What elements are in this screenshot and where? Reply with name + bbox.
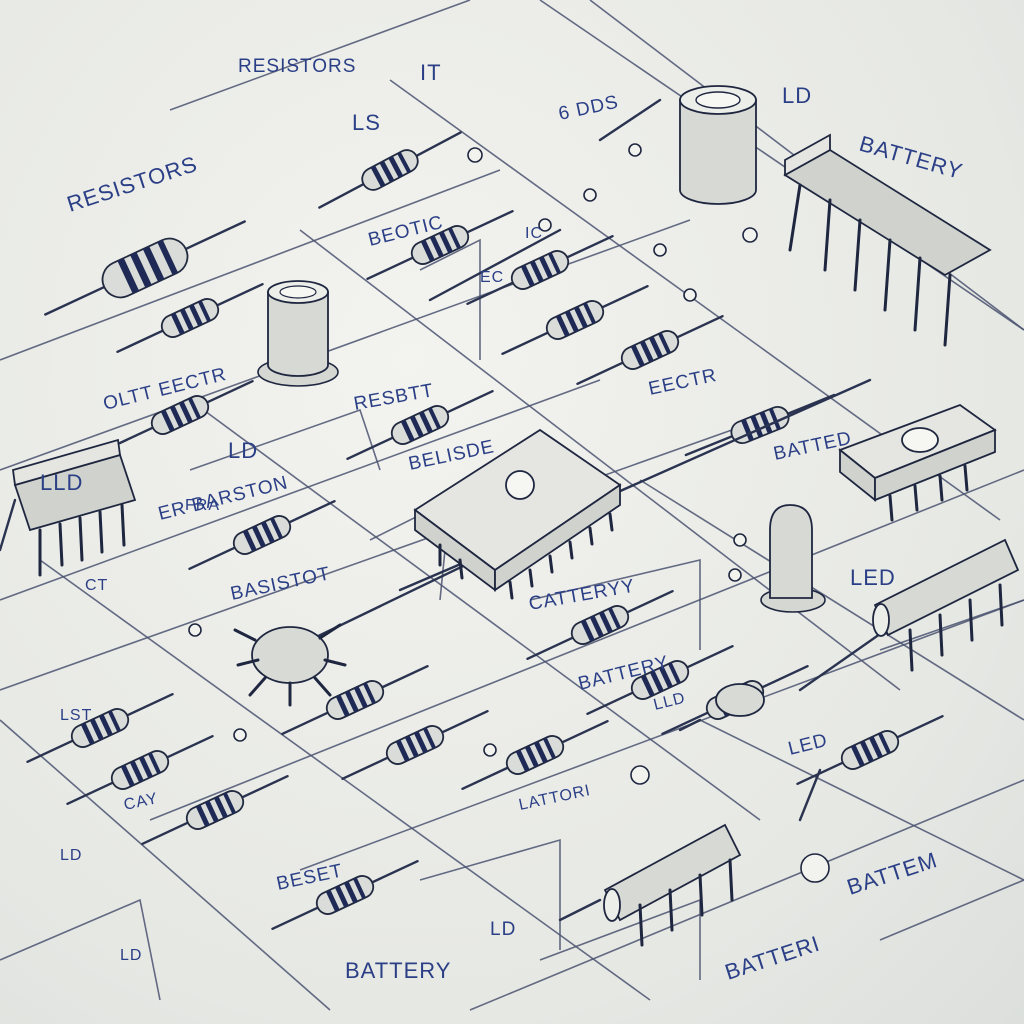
label-cay: CAY bbox=[122, 790, 159, 814]
led-right bbox=[760, 504, 826, 613]
label-ic: IC bbox=[525, 225, 543, 242]
label-oltt-eectr: OLTT EECTR bbox=[101, 364, 229, 415]
capacitor-left bbox=[257, 280, 339, 387]
sensor-component bbox=[233, 623, 347, 707]
label-ld-bottom-left: LD bbox=[60, 847, 82, 864]
resistor-17 bbox=[136, 765, 294, 855]
label-ld-top: LD bbox=[782, 83, 812, 108]
resistor-network-right bbox=[872, 538, 1020, 672]
label-6dds: 6 DDS bbox=[557, 92, 621, 125]
connection-dots bbox=[188, 143, 830, 883]
resistor-1 bbox=[36, 203, 254, 333]
label-led-right: LED bbox=[850, 565, 896, 590]
diode-small bbox=[678, 683, 765, 732]
chip-left-label: LLD bbox=[40, 470, 83, 495]
label-ld-mid-left: LD bbox=[228, 438, 258, 463]
label-led-small: LED bbox=[786, 730, 830, 760]
label-ec: EC bbox=[480, 269, 504, 286]
resistor-21 bbox=[266, 850, 424, 940]
chip-left: LLD bbox=[0, 438, 137, 577]
label-battem: BATTEM bbox=[844, 847, 941, 900]
label-batteri-bottom-right: BATTERI bbox=[722, 931, 823, 985]
label-fra: FRA bbox=[185, 497, 220, 514]
label-ld-bottom-left-2: LD bbox=[120, 947, 142, 964]
label-basistot: BASISTOT bbox=[229, 563, 333, 605]
label-ld-bottom-mid: LD bbox=[490, 919, 516, 940]
label-er-barston: ER BARSTON bbox=[156, 472, 290, 525]
label-resistors-left: RESISTORS bbox=[64, 151, 201, 217]
label-lst: LST bbox=[60, 707, 92, 724]
resistor-network-bottom bbox=[603, 823, 742, 947]
chip-center bbox=[413, 428, 622, 600]
label-resistors-top: RESISTORS bbox=[238, 56, 356, 77]
chip-right bbox=[838, 403, 997, 522]
label-lattori: LATTORI bbox=[517, 782, 592, 814]
capacitor-top bbox=[679, 85, 757, 205]
label-it: IT bbox=[420, 60, 442, 85]
resistor-2 bbox=[313, 121, 467, 219]
label-resbtt: RESBTT bbox=[352, 380, 435, 415]
label-battery-bottom: BATTERY bbox=[345, 958, 451, 983]
label-ct: CT bbox=[85, 577, 108, 594]
label-ls: LS bbox=[352, 110, 381, 135]
resistor-array-top-right bbox=[783, 133, 992, 347]
label-eectr: EECTR bbox=[647, 365, 719, 400]
